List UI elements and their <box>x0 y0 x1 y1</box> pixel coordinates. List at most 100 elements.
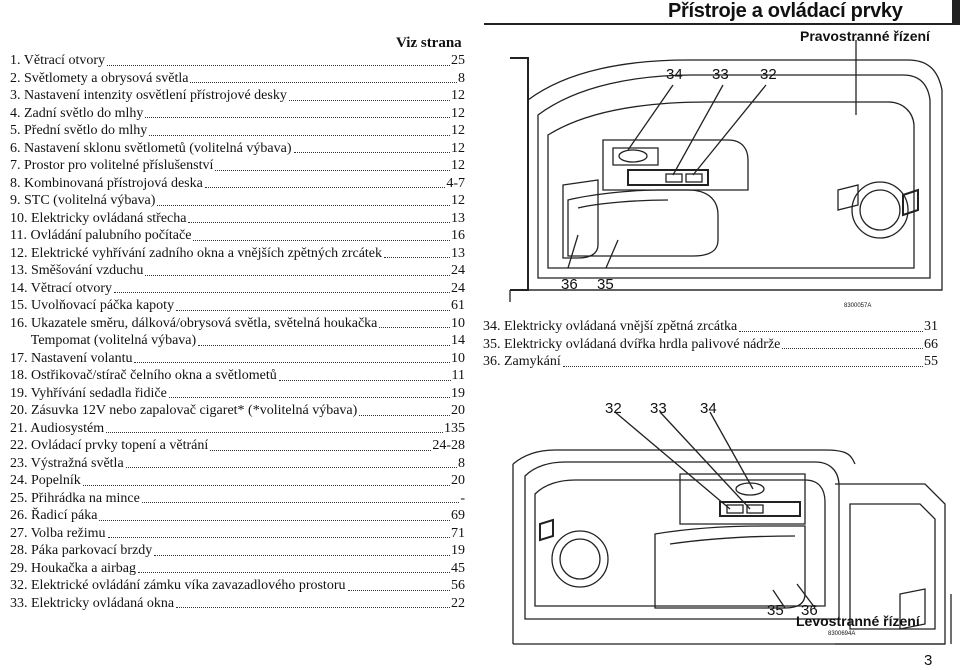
toc-item: 11. Ovládání palubního počítače 16 <box>10 227 465 245</box>
callout-35-lhd: 35 <box>767 602 784 619</box>
toc-item-label: 10. Elektricky ovládaná střecha <box>10 210 187 226</box>
toc-item-label: 4. Zadní světlo do mlhy <box>10 105 144 121</box>
toc-leader-dots <box>190 82 457 83</box>
toc-leader-dots <box>145 274 450 276</box>
toc-leader-dots <box>562 365 923 367</box>
toc-item-label: 34. Elektricky ovládaná vnější zpětná zr… <box>483 319 738 334</box>
toc-item-page: 8 <box>458 455 465 471</box>
toc-item-page: 14 <box>451 333 465 348</box>
toc-item: 2. Světlomety a obrysová světla 8 <box>10 70 465 88</box>
toc-item-label: 9. STC (volitelná výbava) <box>10 193 156 208</box>
section-subtitle-lhd: Levostranné řízení <box>796 613 920 629</box>
toc-item-label: 8. Kombinovaná přístrojová deska <box>10 175 203 191</box>
section-subtitle-rhd: Pravostranné řízení <box>800 28 930 44</box>
toc-item-label: 15. Uvolňovací páčka kapoty <box>10 298 175 313</box>
toc-leader-dots <box>154 554 450 556</box>
door-panel-figure-rhd: 34 33 32 36 35 8300057A <box>508 40 956 312</box>
toc-item-page: 20 <box>451 473 465 488</box>
toc-item-label: 2. Světlomety a obrysová světla <box>10 70 189 86</box>
figure-code-rhd: 8300057A <box>844 303 872 309</box>
toc-leader-dots <box>278 379 451 381</box>
toc-item-page: 16 <box>451 228 465 243</box>
toc-item-page: 10 <box>451 350 465 366</box>
toc-item-page: 25 <box>451 53 465 68</box>
toc-item-page: - <box>460 490 465 506</box>
toc-item-page: 66 <box>924 336 938 352</box>
toc-item-label: 36. Zamykání <box>483 354 561 369</box>
toc-leader-dots <box>384 257 450 258</box>
toc-item: 35. Elektricky ovládaná dvířka hrdla pal… <box>483 336 938 354</box>
toc-item-page: 135 <box>444 420 465 436</box>
toc-item: Tempomat (volitelná výbava)14 <box>10 332 465 350</box>
toc-leader-dots <box>82 484 450 486</box>
toc-leader-dots <box>359 414 450 416</box>
toc-leader-dots <box>379 327 450 328</box>
toc-leader-dots <box>188 222 450 223</box>
toc-item-page: 12 <box>451 193 465 208</box>
toc-item-page: 12 <box>451 140 465 156</box>
door-panel-illustration-lhd <box>512 411 952 645</box>
toc-item-page: 45 <box>451 560 465 576</box>
toc-leader-dots <box>782 348 923 349</box>
toc-item-label: 7. Prostor pro volitelné příslušenství <box>10 158 214 173</box>
toc-leader-dots <box>125 467 457 468</box>
toc-item: 12. Elektrické vyhřívání zadního okna a … <box>10 245 465 263</box>
toc-list-right: 34. Elektricky ovládaná vnější zpětná zr… <box>483 318 938 371</box>
toc-leader-dots <box>347 589 450 591</box>
page-number: 3 <box>924 652 933 669</box>
toc-leader-dots <box>145 117 450 118</box>
toc-item-page: 12 <box>451 123 465 138</box>
toc-item-page: 8 <box>458 70 465 86</box>
page-title: Přístroje a ovládací prvky <box>668 0 903 22</box>
toc-item-label: 29. Houkačka a airbag <box>10 560 136 576</box>
header-tab-marker <box>952 0 960 24</box>
toc-leader-dots <box>106 432 443 433</box>
door-panel-illustration-rhd <box>509 40 943 302</box>
toc-item-page: 24 <box>451 280 465 296</box>
toc-item-page: 12 <box>451 105 465 121</box>
toc-leader-dots <box>107 64 450 66</box>
callout-34-lhd: 34 <box>700 400 717 417</box>
toc-item: 15. Uvolňovací páčka kapoty 61 <box>10 297 465 315</box>
toc-item-page: 56 <box>451 578 465 593</box>
toc-item: 20. Zásuvka 12V nebo zapalovač cigaret* … <box>10 402 465 420</box>
toc-item: 16. Ukazatele směru, dálková/obrysová sv… <box>10 315 465 333</box>
toc-item: 25. Přihrádka na mince- <box>10 490 465 508</box>
toc-item-page: 31 <box>924 319 938 334</box>
toc-item-page: 24-28 <box>432 438 465 453</box>
toc-item-label: 11. Ovládání palubního počítače <box>10 228 192 243</box>
toc-leader-dots <box>176 607 450 608</box>
figure-code-lhd: 8300694A <box>828 631 856 637</box>
callout-36-lhd: 36 <box>801 602 818 619</box>
toc-column-header: Viz strana <box>396 35 462 51</box>
toc-item-page: 55 <box>924 354 938 369</box>
toc-item-page: 61 <box>451 298 465 313</box>
toc-item-page: 13 <box>451 210 465 226</box>
toc-item-page: 11 <box>451 368 465 383</box>
toc-leader-dots <box>215 169 450 171</box>
callout-33-lhd: 33 <box>650 400 667 417</box>
toc-item: 9. STC (volitelná výbava) 12 <box>10 192 465 210</box>
toc-item-label: 6. Nastavení sklonu světlometů (voliteln… <box>10 140 292 156</box>
toc-item-label: 28. Páka parkovací brzdy <box>10 543 153 558</box>
toc-item-page: 19 <box>451 385 465 401</box>
toc-item-page: 71 <box>451 525 465 541</box>
toc-leader-dots <box>288 99 450 101</box>
toc-item-label: 27. Volba režimu <box>10 525 106 541</box>
callout-35-rhd: 35 <box>597 276 614 293</box>
toc-item-label: 18. Ostřikovač/stírač čelního okna a svě… <box>10 368 277 383</box>
toc-item: 6. Nastavení sklonu světlometů (voliteln… <box>10 140 465 158</box>
toc-item-label: 23. Výstražná světla <box>10 455 124 471</box>
toc-item-page: 19 <box>451 543 465 558</box>
toc-item-page: 12 <box>451 88 465 103</box>
toc-item: 10. Elektricky ovládaná střecha 13 <box>10 210 465 228</box>
callout-33-rhd: 33 <box>712 66 729 83</box>
